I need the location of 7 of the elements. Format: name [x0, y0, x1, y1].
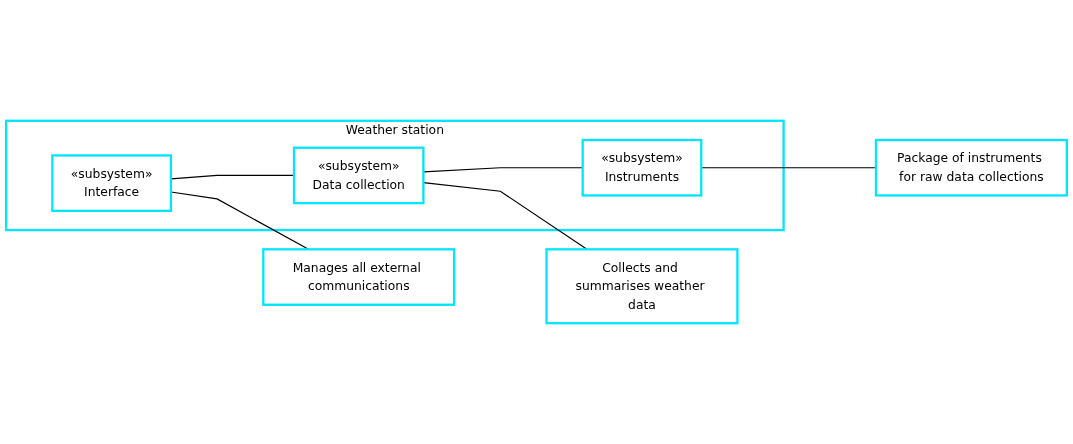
node-box: Package of instruments for raw data collections	[874, 138, 1068, 197]
node-box: «subsystem» Instruments	[581, 138, 703, 197]
connector	[170, 174, 295, 180]
node-box: Collects and summarises weather data	[545, 248, 739, 325]
node-box: Manages all external communications	[262, 248, 456, 306]
node-box: «subsystem» Data collection	[292, 146, 425, 205]
node-box: «subsystem» Interface	[51, 154, 173, 212]
